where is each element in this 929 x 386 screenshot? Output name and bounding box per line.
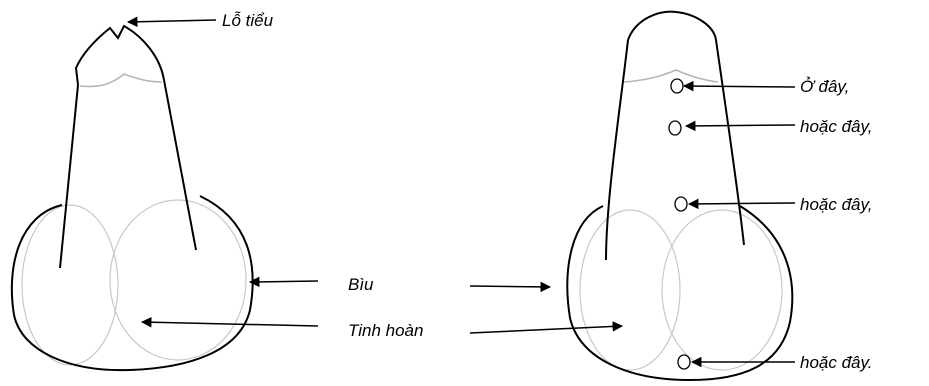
right-figure	[566, 10, 794, 382]
marker-circle-1	[670, 78, 684, 94]
label-or-here-1: hoặc đây,	[800, 117, 872, 136]
left-testicle-left	[21, 204, 119, 366]
label-or-here-2: hoặc đây,	[800, 195, 872, 214]
left-figure	[10, 24, 254, 372]
marker-circle-2	[668, 120, 682, 136]
left-shaft-left-line	[59, 84, 79, 269]
right-testicle-right	[661, 209, 783, 371]
right-glans-corona	[623, 69, 719, 83]
right-testicle-left	[579, 209, 681, 371]
arrows	[126, 16, 796, 368]
left-glans-corona	[79, 73, 163, 88]
left-scrotum-outline	[10, 195, 254, 372]
right-shaft-left-line	[605, 39, 629, 261]
right-glans-outline	[627, 10, 717, 41]
marker-circle-3	[674, 196, 688, 212]
arrow-urethral-opening	[126, 16, 217, 28]
arrow-testicle-left	[140, 316, 319, 328]
arrow-here-1	[682, 80, 796, 92]
arrow-scrotum-right	[469, 281, 552, 293]
marker-circle-4	[677, 354, 691, 370]
arrow-testicle-right	[469, 321, 624, 334]
right-shaft-right-line	[715, 39, 745, 246]
label-testicle: Tinh hoàn	[348, 321, 423, 340]
label-or-here-3: hoặc đây.	[800, 353, 872, 372]
left-glans-outline	[74, 24, 165, 86]
left-testicle-right	[109, 199, 247, 361]
arrow-here-3	[687, 198, 796, 210]
label-here-first: Ở đây,	[800, 77, 849, 96]
label-urethral-opening: Lỗ tiểu	[222, 11, 274, 30]
right-scrotum-outline	[566, 205, 794, 382]
left-shaft-right-line	[163, 79, 197, 251]
arrow-here-2	[684, 120, 796, 132]
label-scrotum: Bìu	[348, 275, 374, 294]
arrow-scrotum-left	[248, 276, 319, 288]
